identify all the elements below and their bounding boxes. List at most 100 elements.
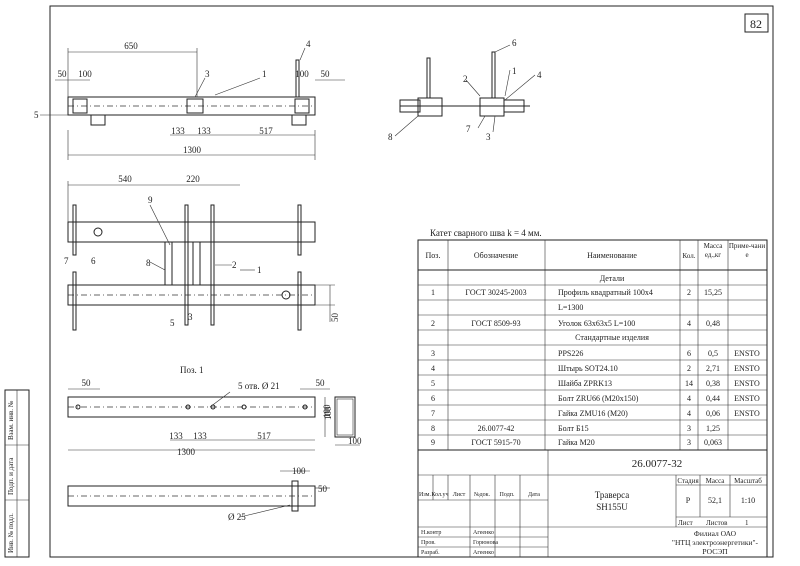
section-standard: Стандартные изделия	[575, 333, 649, 342]
dim-100-left: 100	[78, 69, 92, 79]
role-prov: Пров.	[421, 540, 436, 546]
sheet-header: Лист	[678, 519, 693, 527]
cell-name: Болт ZRU66 (M20x150)	[558, 394, 639, 403]
dim-100-right: 100	[295, 69, 309, 79]
cell-note: ENSTO	[734, 394, 760, 403]
dim-50-front: 50	[330, 313, 340, 323]
callout-top-1: 1	[262, 69, 267, 79]
callout-side-8: 8	[388, 132, 393, 142]
name-3: Агеенко	[473, 550, 494, 556]
dim-540: 540	[118, 174, 132, 184]
sheets-header: Листов	[706, 519, 728, 527]
callout-front-8: 8	[146, 258, 151, 268]
cell-name: L=1300	[558, 303, 583, 312]
side-view	[394, 44, 536, 137]
org-line1: Филиал ОАО	[694, 529, 737, 538]
cell-name: Гайка ZMU16 (M20)	[558, 409, 628, 418]
cell-mass: 0,5	[708, 349, 718, 358]
title-block	[417, 449, 768, 558]
cell-designation: ГОСТ 8509-93	[471, 319, 520, 328]
cell-qty: 3	[687, 438, 691, 447]
col-date: Дата	[528, 492, 540, 498]
name-1: Агеенко	[473, 530, 494, 536]
pos1-dim-517: 517	[257, 431, 271, 441]
pos1-dim-1300: 1300	[177, 447, 196, 457]
pos1-sq-100: 100	[322, 404, 332, 418]
pos1-holes: 5 отв. Ø 21	[238, 381, 280, 391]
cell-note: ENSTO	[734, 364, 760, 373]
dim-650: 650	[124, 41, 138, 51]
cell-pos: 7	[431, 409, 435, 418]
name-2: Горюнова	[473, 540, 498, 546]
title-line2: SH155U	[596, 502, 628, 512]
col-kol: Кол.уч	[431, 492, 448, 498]
callout-side-3: 4	[537, 70, 542, 80]
pos1-lower-50: 50	[318, 484, 328, 494]
pos1-sq-100b: 100	[348, 436, 362, 446]
th-mass-box: Масса ед.,кг	[703, 242, 723, 259]
callout-top-4: 4	[306, 39, 311, 49]
dim-1300: 1300	[183, 145, 202, 155]
cell-name: Шайба ZPRK13	[558, 379, 612, 388]
page-number-box	[744, 13, 769, 33]
cell-qty: 4	[687, 319, 691, 328]
scale-header: Масштаб	[734, 477, 762, 485]
th-qty: Кол.	[683, 252, 696, 260]
section-details: Детали	[600, 274, 625, 283]
cell-qty: 6	[687, 349, 691, 358]
cell-note: ENSTO	[734, 409, 760, 418]
cell-mass: 15,25	[704, 288, 722, 297]
cell-name: Болт Б15	[558, 424, 589, 433]
callout-top-3: 3	[205, 69, 210, 79]
cell-mass: 0,38	[706, 379, 720, 388]
cell-name: Гайка M20	[558, 438, 595, 447]
cell-pos: 2	[431, 319, 435, 328]
dim-220: 220	[186, 174, 200, 184]
pos1-dim-100: 100	[323, 406, 333, 420]
th-pos: Поз.	[426, 251, 441, 260]
cell-mass: 0,06	[706, 409, 720, 418]
title-line1: Траверса	[595, 490, 629, 500]
callout-front-1: 1	[257, 265, 262, 275]
dim-50-right: 50	[321, 69, 331, 79]
table-row: L=1300	[558, 303, 583, 312]
cell-mass: 2,71	[706, 364, 720, 373]
cell-pos: 8	[431, 424, 435, 433]
stage-header: Стадия	[677, 477, 699, 485]
top-view	[40, 47, 345, 160]
cell-name: Профиль квадратный 100x4	[558, 288, 653, 297]
page-number: 82	[750, 17, 762, 31]
cell-mass: 0,063	[704, 438, 722, 447]
cell-qty: 2	[687, 364, 691, 373]
cell-qty: 2	[687, 288, 691, 297]
cell-qty: 4	[687, 409, 691, 418]
stage-value: Р	[686, 496, 691, 505]
cell-name: Штырь SOT24.10	[558, 364, 618, 373]
callout-front-9: 9	[148, 195, 153, 205]
col-sign: Подп.	[500, 492, 515, 498]
cell-name: Уголок 63x63x5 L=100	[558, 319, 635, 328]
callout-side-6: 7	[466, 124, 471, 134]
table-row: 7 Гайка ZMU16 (M20) 4 0,06 ENSTO	[431, 409, 760, 418]
th-mass: Масса ед.,кг	[703, 242, 723, 259]
sheets-value: 1	[745, 519, 749, 527]
pos1-view	[67, 388, 360, 518]
th-name: Наименование	[587, 251, 637, 260]
dim-133b: 133	[197, 126, 211, 136]
pos1-dim-50a: 50	[82, 378, 92, 388]
org-line3: РОСЭП	[702, 547, 728, 556]
cell-mass: 1,25	[706, 424, 720, 433]
front-view	[67, 181, 335, 331]
stamp-inv: Инв. № подл.	[7, 513, 15, 553]
cell-pos: 1	[431, 288, 435, 297]
callout-side-4: 6	[512, 38, 517, 48]
cell-note: ENSTO	[734, 379, 760, 388]
